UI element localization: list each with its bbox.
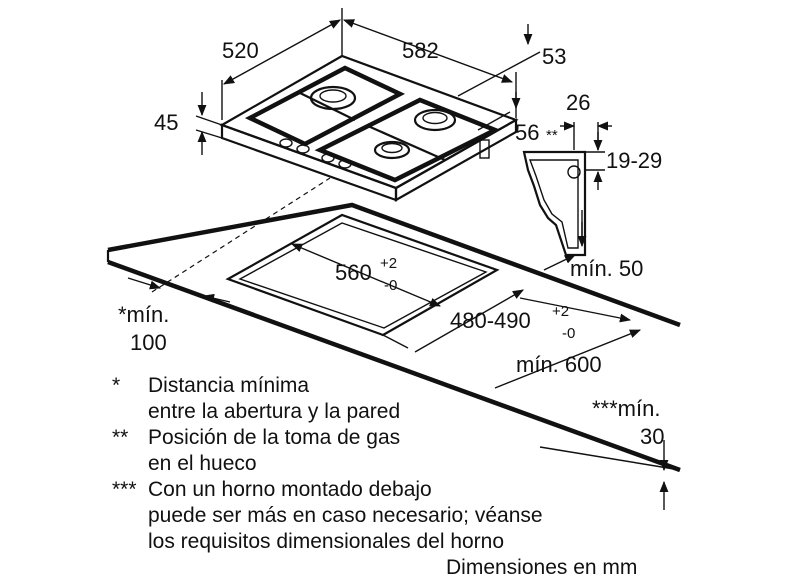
label-min-600: mín. 600 [516,352,602,377]
gas-connector [479,139,490,159]
control-knobs [279,138,352,169]
hob-dimension-lines [195,8,541,155]
hob-front-edge [220,123,398,202]
units-label: Dimensiones en mm [446,556,637,579]
label-min-wall-prefix: *mín. [118,302,169,327]
worktop-back-edge [107,202,681,328]
label-cutout-width-plus: +2 [380,255,397,272]
note-3-mark: *** [112,478,137,501]
grate-bar [367,124,446,162]
label-oven-min-prefix: ***mín. [592,396,660,421]
note-1-line-1: Distancia mínima [148,374,309,397]
hob-side-edge [394,118,518,202]
bracket-detail [522,121,612,257]
label-cutout-depth-minus: -0 [562,325,575,342]
label-bracket-range: 19-29 [606,148,662,173]
label-cutout-width-minus: -0 [384,277,397,294]
cutout-inner [238,222,488,329]
note-3-line-2: puede ser más en caso necesario; véanse [148,504,543,527]
label-cutout-depth: 480-490 [450,308,531,333]
burner-large [309,85,357,111]
label-min-wall-value: 100 [130,330,167,355]
label-depth-hob: 582 [402,38,439,63]
note-2-line-2: en el hueco [148,452,257,475]
hob [219,54,519,202]
label-oven-min-value: 30 [640,424,664,449]
burner-small [373,140,411,160]
label-min-50: mín. 50 [570,256,643,281]
note-3-line-1: Con un horno montado debajo [148,478,432,501]
grate-left [244,65,406,147]
grate-bar [297,91,356,121]
notes: * Distancia mínima entre la abertura y l… [112,374,543,553]
note-2-line-1: Posición de la toma de gas [148,426,400,449]
cutout-outline [225,213,500,337]
burner-medium [413,108,457,132]
note-2-mark: ** [112,426,128,449]
note-1-mark: * [112,374,120,397]
label-width-hob: 520 [222,38,259,63]
worktop [106,177,681,510]
bracket-profile [522,150,587,257]
label-cutout-depth-plus: +2 [552,303,569,320]
label-gas-offset: 56 [515,120,539,145]
gas-inlet-circle [567,165,581,179]
label-gas-offset-mark: ** [546,127,558,144]
label-height: 45 [154,110,178,135]
label-cutout-width: 560 [335,260,372,285]
label-bracket-width: 26 [566,90,590,115]
label-front-offset: 53 [542,44,566,69]
grate-right [314,97,501,183]
note-1-line-2: entre la abertura y la pared [148,400,400,423]
note-3-line-3: los requisitos dimensionales del horno [148,530,504,553]
